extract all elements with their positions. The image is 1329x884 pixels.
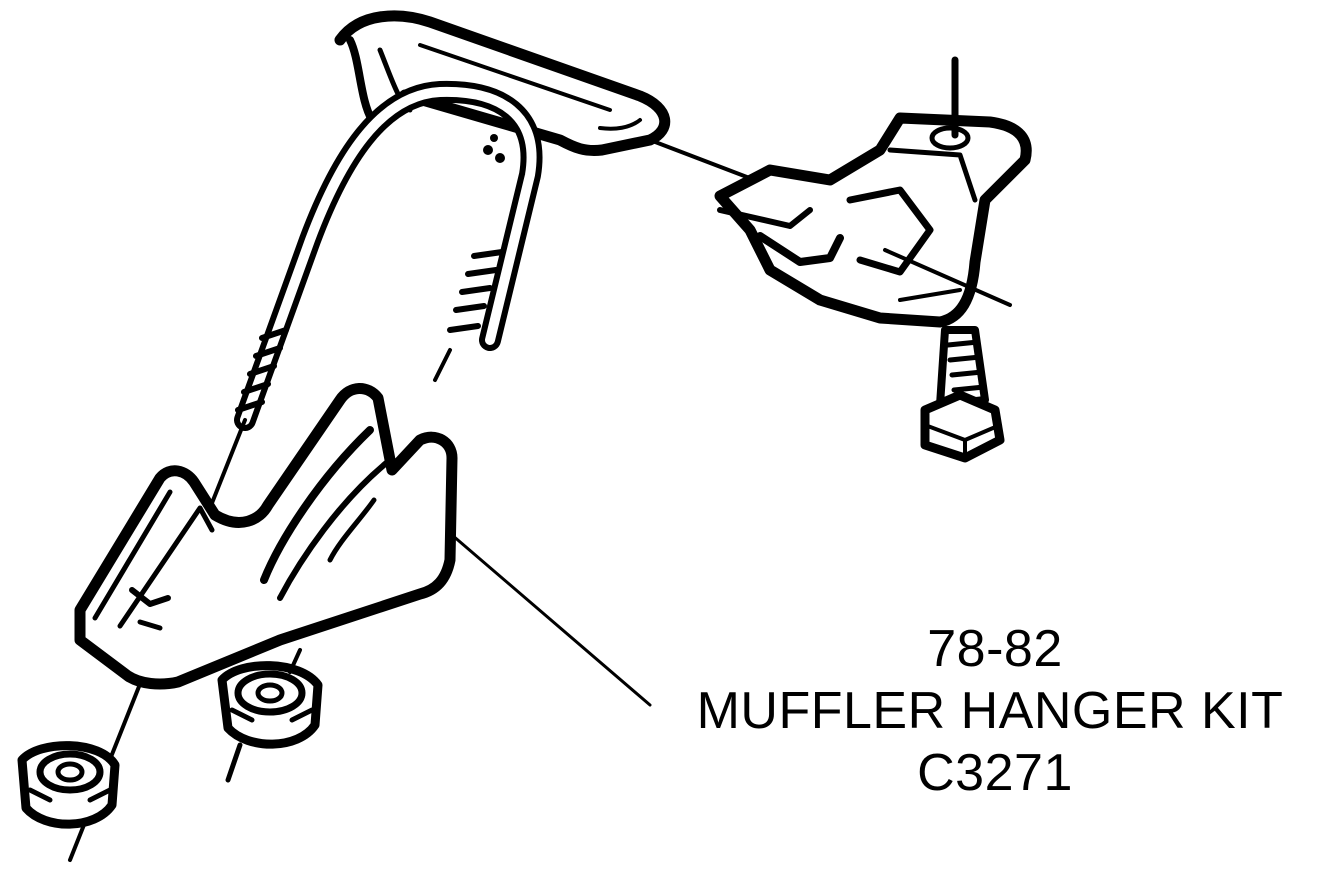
saddle-clamp-icon <box>74 383 652 707</box>
u-bolt-icon <box>68 80 543 862</box>
hanger-bracket-icon <box>714 56 1032 328</box>
hex-bolt-icon <box>920 326 1005 463</box>
flange-nut-icon <box>217 648 323 783</box>
flange-nut-icon <box>17 741 120 829</box>
model-years: 78-82 <box>927 620 1063 678</box>
part-number: C3271 <box>917 744 1073 802</box>
part-caption: 78-82 MUFFLER HANGER KIT C3271 <box>660 618 1320 804</box>
hanger-strap-icon <box>334 10 762 184</box>
kit-title: MUFFLER HANGER KIT <box>696 682 1284 740</box>
